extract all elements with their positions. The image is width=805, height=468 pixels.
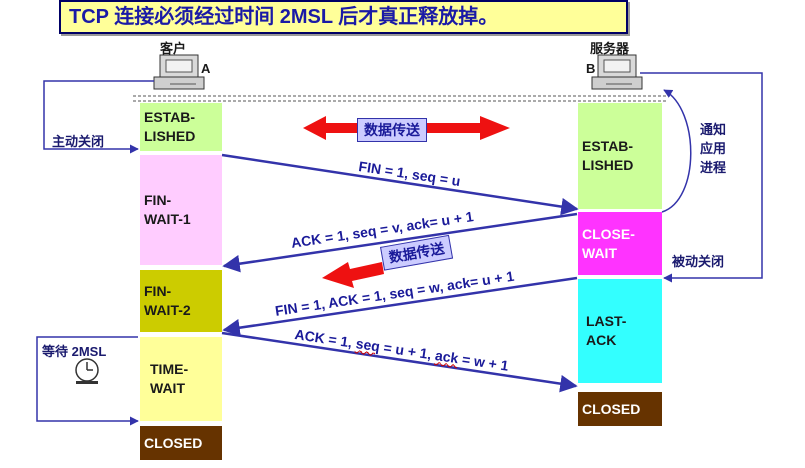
client-label: 客户	[160, 41, 187, 56]
notify-app-label: 通知 应用 进程	[700, 122, 727, 175]
client-state-time-wait: TIME- WAIT	[140, 337, 222, 421]
data-transfer-arrow-2	[322, 262, 384, 288]
server-letter: B	[586, 61, 596, 76]
server-state-last-ack: LAST- ACK	[578, 279, 662, 383]
page-title: TCP 连接必须经过时间 2MSL 后才真正释放掉。	[59, 0, 628, 34]
active-close-label: 主动关闭	[52, 134, 105, 149]
data-transfer-label-top: 数据传送	[357, 118, 427, 142]
server-label: 服务器	[590, 41, 630, 56]
client-state-closed: CLOSED	[140, 426, 222, 460]
server-state-established: ESTAB- LISHED	[578, 103, 662, 209]
client-state-established: ESTAB- LISHED	[140, 103, 222, 151]
client-letter: A	[201, 61, 211, 76]
client-computer-icon	[153, 54, 205, 90]
server-state-closed: CLOSED	[578, 392, 662, 426]
clock-icon	[75, 358, 99, 384]
passive-close-label: 被动关闭	[672, 254, 725, 269]
server-computer-icon	[591, 54, 643, 90]
client-state-fin-wait-1: FIN- WAIT-1	[140, 155, 222, 265]
client-state-fin-wait-2: FIN- WAIT-2	[140, 270, 222, 332]
server-state-close-wait: CLOSE- WAIT	[578, 212, 662, 275]
wait-2msl-label: 等待 2MSL	[42, 344, 107, 359]
